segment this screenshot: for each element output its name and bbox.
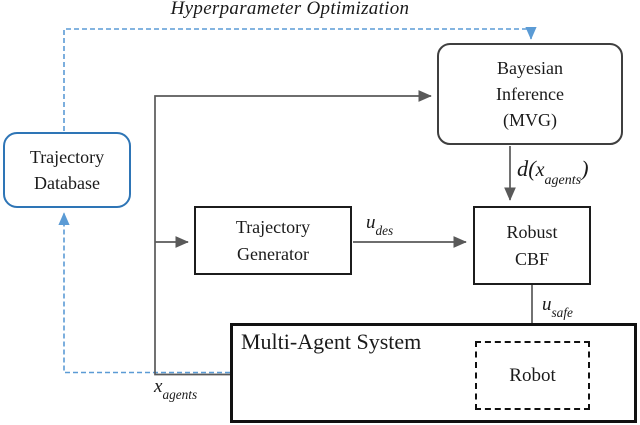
node-label: Inference bbox=[496, 83, 564, 104]
label-u-des: udes bbox=[366, 212, 394, 239]
node-label: Trajectory bbox=[235, 217, 311, 238]
node-label: Multi-Agent System bbox=[241, 329, 422, 354]
node-label: Trajectory bbox=[29, 146, 105, 167]
node-label: CBF bbox=[514, 248, 550, 269]
node-multi-agent-system: Multi-Agent System bbox=[230, 323, 637, 423]
label-d-x-agents: d(xagents) bbox=[517, 156, 589, 188]
node-label: Database bbox=[34, 173, 100, 193]
node-label: Robot bbox=[509, 364, 556, 386]
node-trajectory-generator: Trajectory Generator bbox=[194, 206, 352, 275]
node-label: Robust bbox=[506, 222, 558, 243]
label-x-agents: xagents bbox=[154, 376, 198, 403]
node-label: (MVG) bbox=[503, 110, 557, 131]
node-label: Bayesian bbox=[497, 57, 563, 78]
node-bayesian-inference: Bayesian Inference (MVG) bbox=[437, 43, 623, 145]
diagram-title: Hyperparameter Optimization bbox=[170, 0, 410, 19]
node-robust-cbf: Robust CBF bbox=[473, 206, 591, 285]
node-label: Generator bbox=[237, 243, 309, 264]
node-trajectory-database: Trajectory Database bbox=[3, 132, 131, 208]
label-u-safe: usafe bbox=[542, 294, 573, 321]
node-robot: Robot bbox=[475, 341, 590, 410]
